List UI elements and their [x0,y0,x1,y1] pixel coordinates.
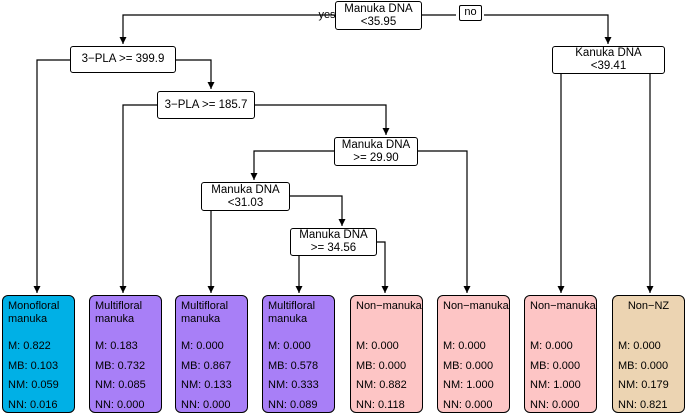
tree-edge [377,242,385,293]
tree-edge [290,196,342,226]
tree-edge [123,105,157,293]
leaf-probability: NM: 0.179 [618,379,684,399]
leaf-class-label: Non−manuka [443,300,509,330]
leaf-probability: M: 0.000 [181,340,247,360]
tree-edge [37,60,70,293]
leaf-class-label: Non−NZ [618,300,684,330]
leaf-probability: NN: 0.016 [8,399,74,418]
leaf-probability: NM: 0.133 [181,379,247,399]
leaf-probability: MB: 0.000 [443,360,509,380]
leaf-probability: NN: 0.000 [443,399,509,418]
leaf-probability: M: 0.000 [356,340,422,360]
split-node-3pla-399: 3−PLA >= 399.9 [70,46,176,73]
yes-branch-label: yes [316,9,338,22]
no-branch-label: no [459,5,482,21]
leaf-probability: NM: 0.085 [95,379,161,399]
leaf-probability: M: 0.183 [95,340,161,360]
split-node-3pla-185: 3−PLA >= 185.7 [157,91,255,119]
split-node-manuka-2990: Manuka DNA >= 29.90 [334,137,418,166]
leaf-probability: MB: 0.732 [95,360,161,380]
leaf-class-label: Multifloral manuka [268,300,334,330]
leaf-probability: M: 0.000 [443,340,509,360]
tree-edge [484,15,608,44]
leaf-probability: NN: 0.821 [618,399,684,418]
split-node-manuka-3456: Manuka DNA >= 34.56 [290,228,377,256]
leaf-probability: NM: 1.000 [530,379,596,399]
leaf-probability: NN: 0.000 [530,399,596,418]
split-node-kanuka: Kanuka DNA <39.41 [552,46,665,74]
leaf-probability: NM: 0.059 [8,379,74,399]
leaf-probability: MB: 0.103 [8,360,74,380]
leaf-probability: NN: 0.000 [95,399,161,418]
leaf-probability: MB: 0.000 [356,360,422,380]
leaf-probability: MB: 0.000 [530,360,596,380]
leaf-class-label: Non−manuka [530,300,596,330]
tree-edge [418,151,467,293]
tree-edge [650,60,665,293]
leaf-probability: M: 0.000 [530,340,596,360]
leaf-probability: M: 0.822 [8,340,74,360]
split-node-manuka-3103: Manuka DNA <31.03 [201,182,290,211]
split-node-root: Manuka DNA <35.95 [335,1,422,30]
leaf-probability: MB: 0.867 [181,360,247,380]
leaf-probability: M: 0.000 [268,340,334,360]
leaf-probability: MB: 0.000 [618,360,684,380]
leaf-class-label: Monofloral manuka [8,300,74,330]
leaf-probability: NN: 0.118 [356,399,422,418]
leaf-probability: NM: 1.000 [443,379,509,399]
tree-edge [552,60,561,293]
leaf-class-label: Multifloral manuka [181,300,247,330]
tree-edge [255,105,386,135]
leaf-class-label: Non−manuka [356,300,422,330]
leaf-probability: M: 0.000 [618,340,684,360]
leaf-probability: NN: 0.089 [268,399,334,418]
leaf-class-label: Multifloral manuka [95,300,161,330]
tree-edge [254,151,334,180]
tree-edge [176,60,211,89]
leaf-probability: NM: 0.882 [356,379,422,399]
tree-edge [123,15,335,44]
leaf-probability: NN: 0.000 [181,399,247,418]
leaf-probability: NM: 0.333 [268,379,334,399]
leaf-probability: MB: 0.578 [268,360,334,380]
